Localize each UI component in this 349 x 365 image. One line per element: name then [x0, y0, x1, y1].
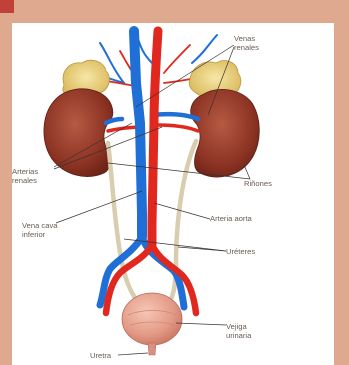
- corner-accent-tab: [0, 0, 14, 13]
- diagram-panel: Venas renales Arterias renales Riñones V…: [12, 23, 334, 365]
- label-uretra: Uretra: [90, 351, 112, 360]
- label-arterias-renales-1: Arterias: [12, 167, 38, 176]
- label-vejiga-1: Vejiga: [226, 322, 247, 331]
- label-vejiga-2: urinaria: [226, 331, 252, 340]
- left-kidney: [44, 89, 113, 177]
- label-rinones: Riñones: [244, 179, 272, 188]
- label-venas-renales-1: Venas: [234, 34, 255, 43]
- bladder: [122, 293, 182, 345]
- label-ureteres: Uréteres: [226, 247, 255, 256]
- right-kidney: [191, 89, 260, 177]
- label-vena-cava-2: inferior: [22, 230, 46, 239]
- label-arteria-aorta: Arteria aorta: [210, 214, 253, 223]
- label-venas-renales-2: renales: [234, 43, 259, 52]
- label-arterias-renales-2: renales: [12, 176, 37, 185]
- uretra-tube: [148, 343, 156, 355]
- label-vena-cava-1: Vena cava: [22, 221, 58, 230]
- arteria-aorta: [106, 31, 196, 313]
- urinary-system-illustration: Venas renales Arterias renales Riñones V…: [12, 23, 334, 365]
